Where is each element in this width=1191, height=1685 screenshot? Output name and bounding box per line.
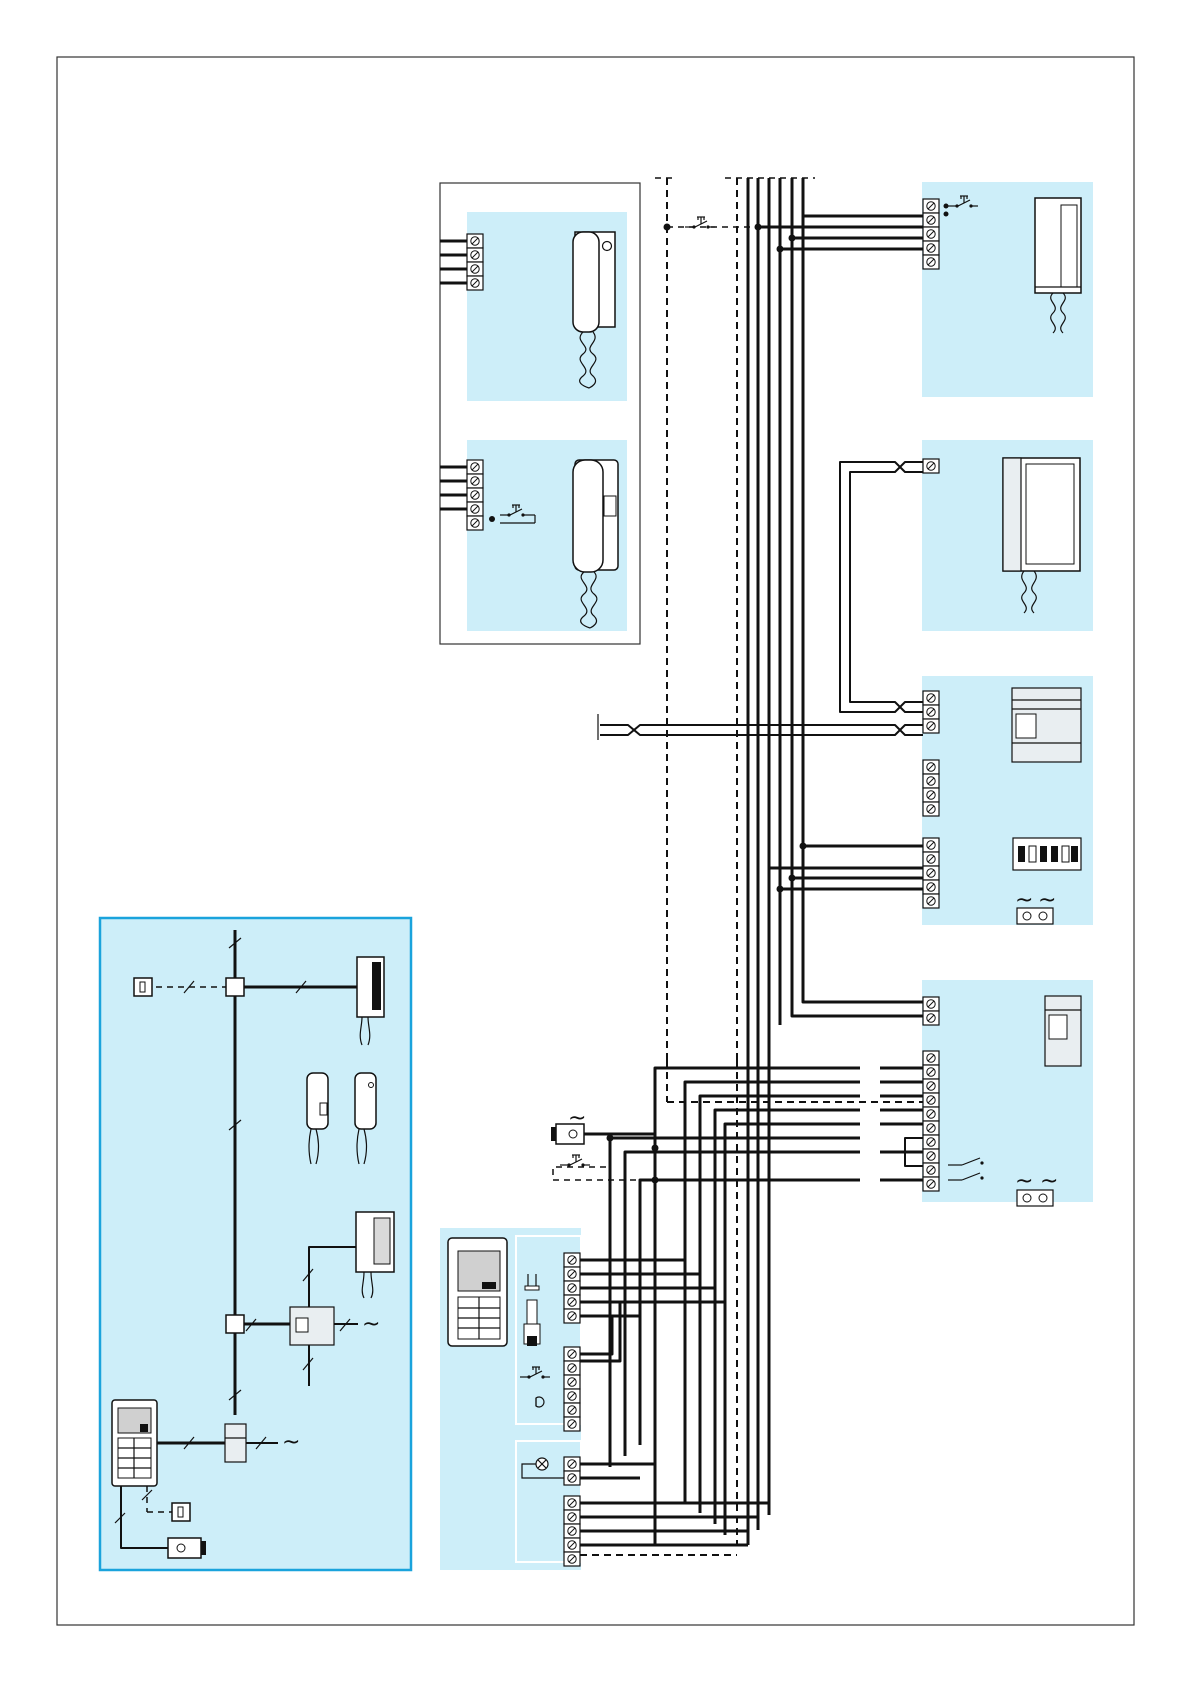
ac-supply-symbol: ~: [362, 1312, 380, 1337]
alternative-handsets-group: [440, 183, 640, 644]
push-button-icon: [560, 1155, 590, 1167]
power-supply-module: ~ ~: [922, 980, 1093, 1206]
indoor-unit-1: [922, 182, 1093, 397]
terminal-block-icon: [923, 459, 939, 473]
power-supply-icon: [225, 1424, 246, 1462]
terminal-block-icon: [923, 199, 939, 269]
ac-supply-symbol: ~: [282, 1430, 300, 1455]
junction-box-icon: [226, 978, 244, 996]
terminal-block-icon: [923, 997, 939, 1025]
terminal-block-icon: [923, 1051, 939, 1191]
junction-box-icon: [226, 1315, 244, 1333]
terminal-block-icon: [564, 1347, 580, 1431]
door-lock-icon: [168, 1538, 206, 1558]
entrance-panel-icon: [448, 1238, 507, 1346]
dip-switch-icon: [1013, 838, 1081, 870]
terminal-block-icon: [564, 1253, 580, 1323]
power-supply-icon: [1045, 996, 1081, 1066]
distributor-module-icon: [290, 1307, 334, 1345]
entrance-panel-icon: [112, 1400, 157, 1486]
system-overview-panel: ~ ~: [100, 918, 411, 1570]
entrance-panel-section: [440, 1228, 581, 1570]
ac-supply-symbol: ~: [568, 1106, 586, 1131]
terminal-block-icon: [923, 838, 939, 908]
terminal-block-icon: [467, 460, 483, 530]
terminal-block-icon: [564, 1496, 580, 1566]
terminal-block-icon: [923, 691, 939, 733]
video-distributor-module: ~ ~: [922, 676, 1093, 925]
terminal-block-icon: [467, 234, 483, 290]
indoor-unit-2: [922, 440, 1093, 631]
ac-terminal-icon: [1017, 1190, 1053, 1206]
module-unit-icon: [1012, 688, 1081, 762]
terminal-block-icon: [564, 1457, 580, 1485]
ac-terminal-icon: [1017, 908, 1053, 924]
terminal-block-icon: [923, 760, 939, 816]
